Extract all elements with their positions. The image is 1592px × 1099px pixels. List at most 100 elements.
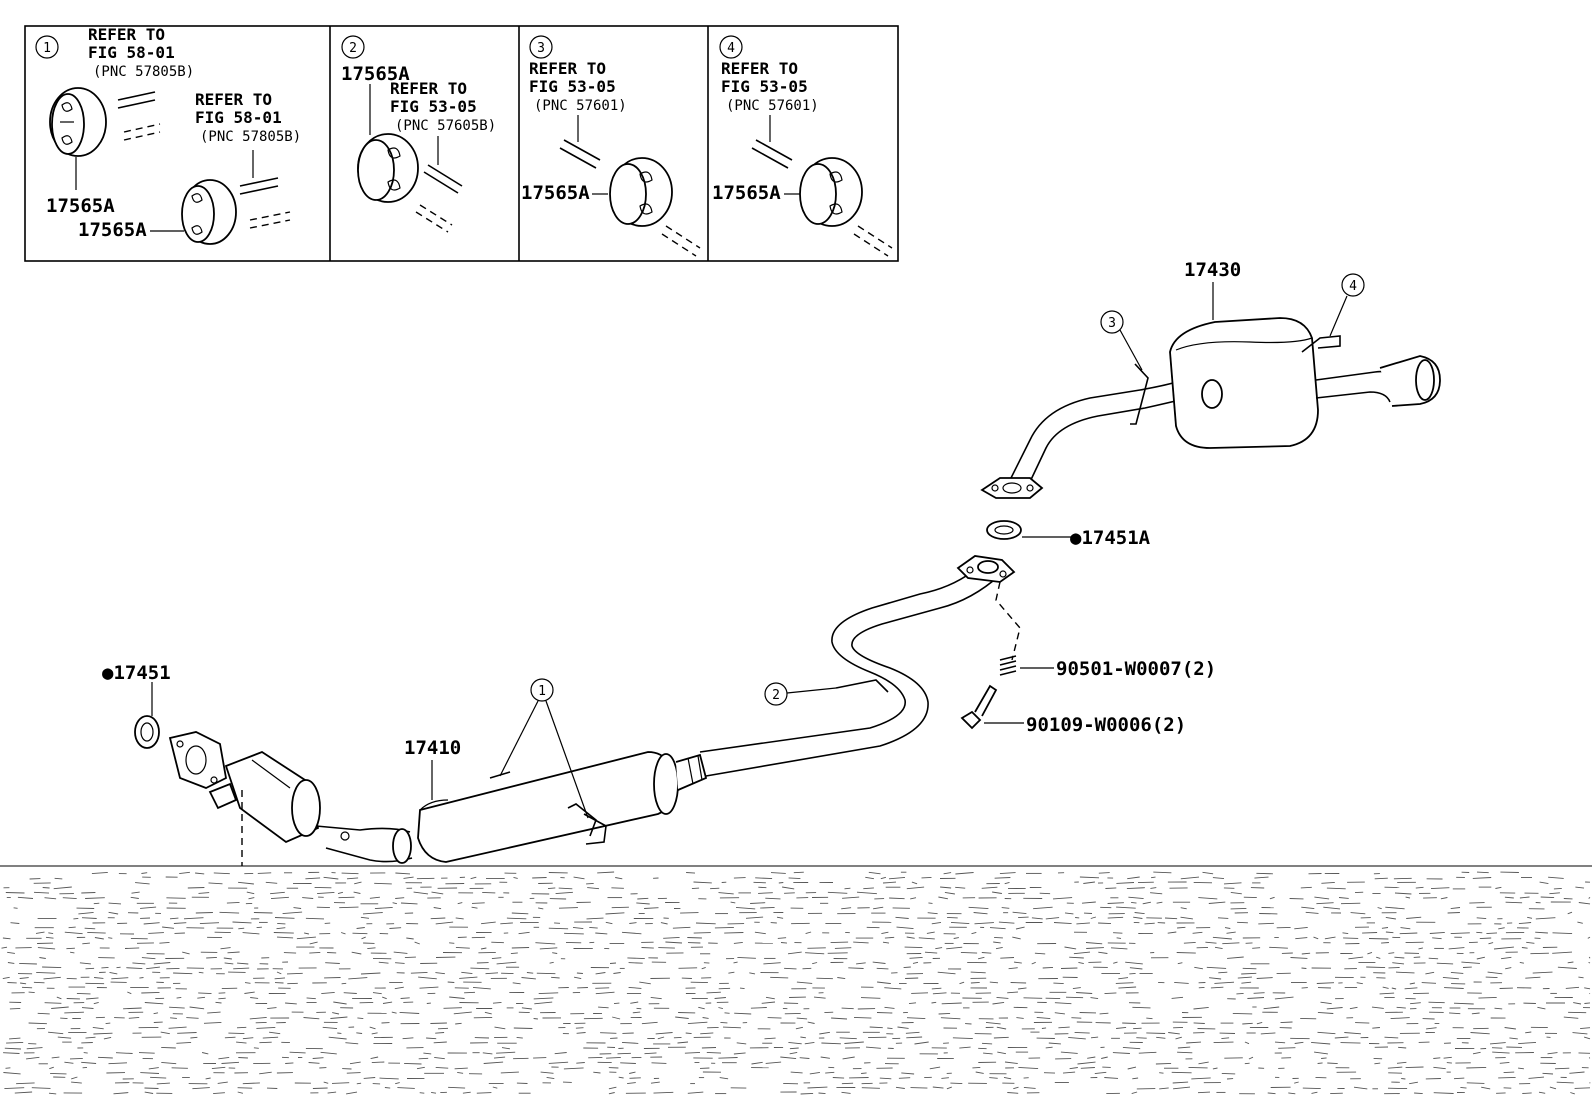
ground-dash [148, 1067, 159, 1070]
ground-dash [1567, 961, 1574, 964]
ground-dash [1503, 1071, 1515, 1074]
ground-dash [501, 1047, 510, 1050]
ground-dash [1421, 982, 1437, 984]
ground-dash [302, 897, 314, 899]
ground-dash [382, 996, 387, 1000]
ground-dash [701, 966, 706, 970]
ground-dash [1432, 937, 1442, 940]
ground-dash [739, 987, 745, 990]
ground-dash [1552, 951, 1573, 954]
ground-dash [48, 1092, 57, 1095]
ground-dash [816, 977, 833, 980]
ground-dash [1376, 956, 1381, 959]
ground-dash [447, 981, 455, 983]
refer-text: REFER TO [529, 59, 606, 78]
ground-dash [1527, 916, 1533, 919]
part-number: 17565A [46, 195, 115, 217]
ground-dash [863, 887, 874, 890]
ground-dash [825, 1071, 835, 1074]
ground-dash [1132, 1077, 1139, 1080]
ground-dash [1080, 1067, 1095, 1069]
ground-dash [19, 977, 29, 979]
ground-dash [749, 972, 756, 975]
ground-dash [621, 931, 642, 935]
ground-dash [812, 962, 818, 965]
part-number: 17430 [1184, 259, 1241, 281]
ground-dash [199, 922, 220, 925]
ground-dash [205, 1077, 211, 1080]
ground-dash [48, 1031, 64, 1035]
ground-dash [650, 996, 662, 1000]
ground-dash [1521, 947, 1528, 949]
ground-dash [312, 1057, 324, 1059]
ground-dash [1588, 897, 1591, 899]
ground-dash [482, 1052, 493, 1055]
ground-dash [1340, 902, 1361, 905]
ground-dash [1150, 892, 1163, 895]
ground-dash [884, 987, 902, 990]
ground-dash [36, 971, 56, 974]
ground-dash [1371, 1006, 1384, 1009]
ground-dash [658, 947, 675, 949]
ground-dash [770, 976, 789, 979]
ground-dash [910, 897, 917, 900]
ground-dash [1236, 992, 1244, 995]
ground-dash [841, 1091, 851, 1094]
ground-dash [332, 1012, 340, 1015]
ground-dash [1367, 951, 1373, 955]
ground-dash [1394, 892, 1412, 895]
ground-dash [1073, 951, 1091, 955]
ground-dash [1575, 886, 1585, 889]
ground-dash [338, 896, 355, 899]
ground-dash [1321, 881, 1335, 884]
ground-dash [9, 1007, 21, 1010]
ground-dash [1269, 896, 1275, 900]
ground-dash [1183, 941, 1196, 944]
ground-dash [641, 947, 654, 949]
ground-dash [457, 1071, 464, 1074]
ground-dash [1316, 902, 1334, 905]
ground-dash [1448, 947, 1465, 950]
ground-dash [1131, 1091, 1138, 1095]
ground-dash [573, 876, 585, 880]
ground-dash [1535, 931, 1548, 934]
ground-dash [37, 1012, 50, 1015]
ground-dash [423, 1052, 432, 1055]
ground-dash [1164, 917, 1178, 920]
ground-dash [253, 912, 273, 914]
ground-dash [1018, 916, 1029, 919]
ground-dash [865, 1046, 881, 1049]
ground-dash [552, 952, 558, 954]
ground-dash [1069, 1067, 1078, 1070]
ground-dash [1105, 887, 1117, 889]
ground-dash [1104, 1077, 1119, 1079]
ground-dash [996, 1026, 1007, 1030]
ground-dash [827, 891, 848, 894]
ground-dash [628, 962, 643, 964]
ground-dash [1302, 1087, 1321, 1090]
ground-dash [70, 951, 75, 954]
ground-dash [1054, 1012, 1065, 1015]
ground-dash [710, 887, 720, 890]
ground-dash [943, 872, 952, 875]
ground-dash [896, 926, 914, 930]
ground-dash [970, 971, 986, 974]
ground-dash [609, 962, 617, 964]
ground-dash [1540, 896, 1555, 899]
ground-dash [78, 911, 94, 915]
ground-dash [494, 1026, 506, 1030]
ground-dash [270, 891, 285, 895]
ground-dash [1168, 1032, 1180, 1035]
ground-dash [657, 1036, 665, 1040]
ground-dash [780, 1056, 797, 1060]
ground-dash [26, 1047, 43, 1050]
ground-dash [869, 1026, 883, 1029]
ground-dash [132, 962, 146, 965]
ground-dash [76, 992, 91, 995]
ground-dash [760, 906, 775, 909]
ground-dash [457, 902, 463, 905]
ground-dash [48, 932, 54, 935]
ground-dash [1450, 971, 1464, 974]
ground-dash [1519, 961, 1524, 964]
ground-dash [1126, 887, 1145, 890]
